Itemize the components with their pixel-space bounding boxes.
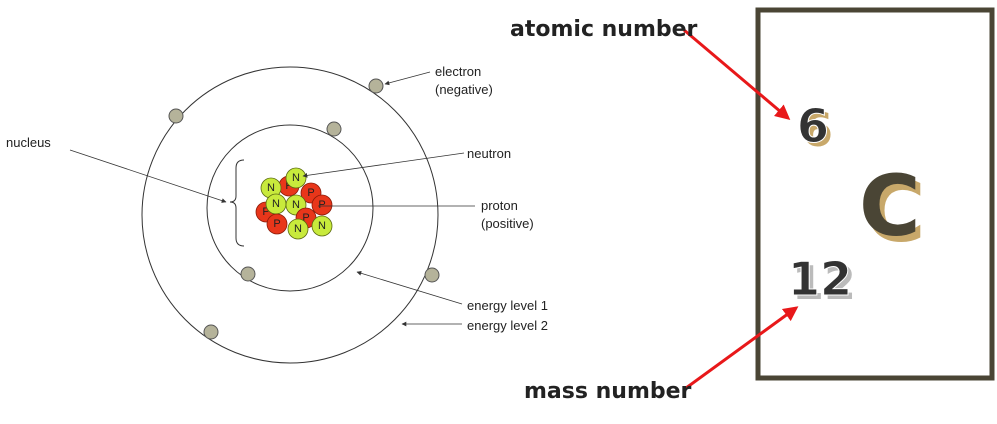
atomic-number-shadow: 6	[801, 103, 833, 157]
electron	[326, 121, 342, 137]
svg-text:P: P	[318, 199, 325, 211]
electron	[240, 266, 256, 282]
mass-number: 12	[788, 252, 852, 306]
mass-number-arrow	[685, 306, 799, 390]
orbit-energy-level-1	[206, 124, 374, 292]
mass-number-label: mass number	[524, 379, 692, 404]
neutron-particle: N	[260, 177, 282, 199]
nucleus-pointer	[69, 149, 227, 203]
proton-label: proton	[481, 198, 518, 213]
element-symbol-shadow: C	[864, 163, 926, 261]
neutron-particle: N	[311, 215, 333, 237]
electron-pointer	[384, 71, 431, 86]
svg-text:P: P	[273, 218, 280, 230]
electron	[368, 78, 384, 94]
svg-text:P: P	[285, 180, 292, 192]
svg-text:N: N	[272, 198, 280, 210]
svg-text:P: P	[262, 206, 269, 218]
atomic-number: 6	[797, 99, 829, 153]
svg-text:P: P	[302, 212, 309, 224]
neutron-particle: N	[285, 167, 307, 189]
svg-text:N: N	[294, 223, 302, 235]
svg-text:P: P	[307, 187, 314, 199]
nucleus-label: nucleus	[6, 135, 51, 150]
neutron-particle: N	[265, 193, 287, 215]
neutron-particle: N	[287, 218, 309, 240]
energy-level-2-label: energy level 2	[467, 318, 548, 333]
nucleus-cluster: P N P N P N N P P P N N	[255, 167, 333, 240]
proton-particle: P	[311, 194, 333, 216]
svg-text:N: N	[318, 220, 326, 232]
electron-label: electron	[435, 64, 481, 79]
orbit-energy-level-2	[141, 66, 439, 364]
svg-text:N: N	[292, 199, 300, 211]
proton-sublabel: (positive)	[481, 216, 534, 231]
proton-particle: P	[266, 213, 288, 235]
atomic-number-label: atomic number	[510, 17, 698, 42]
electron-sublabel: (negative)	[435, 82, 493, 97]
element-symbol: C	[859, 157, 921, 255]
energy-level-1-label: energy level 1	[467, 298, 548, 313]
electron	[424, 267, 440, 283]
atomic-number-arrow	[683, 28, 791, 120]
svg-text:N: N	[267, 182, 275, 194]
electron	[168, 108, 184, 124]
electron	[203, 324, 219, 340]
svg-text:N: N	[292, 172, 300, 184]
energy-level-1-pointer	[356, 270, 463, 305]
neutron-pointer	[302, 152, 465, 178]
mass-number-shadow: 12	[792, 256, 856, 310]
neutron-label: neutron	[467, 146, 511, 161]
nucleus-bracket	[229, 159, 245, 247]
